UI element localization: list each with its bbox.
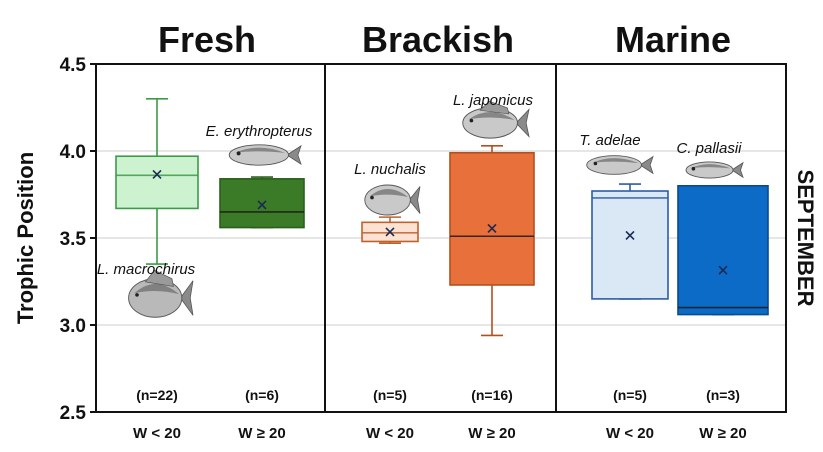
y-tick-label: 4.5	[60, 55, 87, 76]
fish-back	[690, 164, 731, 169]
x-tick-label: W < 20	[133, 425, 181, 442]
panel-title: Brackish	[362, 19, 514, 60]
fish-icon	[586, 155, 654, 175]
sample-size-label: (n=5)	[373, 387, 407, 403]
fish-tail	[515, 108, 530, 138]
fish-eye	[593, 161, 598, 166]
mean-marker	[385, 227, 395, 237]
x-tick-label: W < 20	[606, 425, 654, 442]
chart-text: Trophic Position SEPTEMBER 2.5 3.0 3.5 4.0 4…	[13, 19, 818, 442]
iqr-box	[591, 190, 669, 300]
fish-icon	[364, 184, 421, 216]
sample-size-label: (n=16)	[471, 387, 513, 403]
fish-back	[468, 111, 515, 120]
fish-eye	[469, 118, 474, 123]
mean-marker	[152, 169, 162, 180]
fish-icon	[228, 144, 302, 166]
fish-illustrations	[128, 100, 744, 318]
sample-size-label: (n=3)	[706, 387, 740, 403]
fish-icon	[128, 269, 194, 318]
fish-tail	[286, 144, 302, 166]
fish-fin	[144, 269, 174, 287]
fish-tail	[731, 161, 744, 179]
x-tick-label: W ≥ 20	[699, 425, 746, 442]
mean-marker	[487, 223, 497, 233]
fish-back	[134, 283, 179, 295]
fish-icon	[685, 161, 744, 179]
iqr-box	[115, 155, 199, 210]
iqr-box	[677, 185, 769, 316]
species-label: L. nuchalis	[354, 161, 426, 178]
x-tick-label: W ≥ 20	[468, 425, 515, 442]
box-plots	[115, 98, 769, 337]
species-label: L. macrochirus	[97, 261, 196, 278]
fish-fin	[479, 100, 510, 115]
fish-back	[592, 158, 639, 164]
fish-back	[235, 147, 286, 153]
x-tick-label: W < 20	[366, 425, 414, 442]
fish-back	[369, 189, 408, 197]
sample-size-label: (n=6)	[245, 387, 279, 403]
fish-eye	[370, 195, 374, 200]
y-tick-label: 3.0	[60, 316, 86, 337]
sample-size-label: (n=22)	[136, 387, 178, 403]
sample-size-label: (n=5)	[613, 387, 647, 403]
iqr-box	[449, 151, 535, 286]
y-axis-label: Trophic Position	[13, 152, 38, 324]
x-tick-label: W ≥ 20	[238, 425, 285, 442]
fish-tail	[639, 155, 654, 175]
panel-title: Fresh	[158, 19, 256, 60]
side-label: SEPTEMBER	[793, 170, 818, 307]
iqr-box	[219, 178, 305, 229]
panel-title: Marine	[615, 19, 731, 60]
fish-tail	[179, 280, 194, 316]
fish-tail	[408, 186, 421, 214]
fish-eye	[691, 166, 696, 171]
mean-marker	[718, 265, 728, 275]
y-tick-label: 4.0	[60, 142, 86, 163]
species-label: T. adelae	[579, 132, 640, 149]
fish-eye	[236, 151, 241, 156]
species-label: C. pallasii	[676, 140, 742, 157]
fish-icon	[462, 100, 530, 139]
plot-frame	[90, 63, 787, 413]
species-label: L. japonicus	[453, 92, 534, 109]
y-tick-label: 2.5	[60, 403, 87, 424]
gridlines	[96, 150, 786, 326]
mean-marker	[257, 200, 267, 210]
species-label: E. erythropterus	[206, 123, 313, 140]
y-tick-label: 3.5	[60, 229, 87, 250]
mean-marker	[625, 230, 635, 240]
plot-border	[95, 63, 787, 413]
fish-eye	[135, 293, 139, 297]
